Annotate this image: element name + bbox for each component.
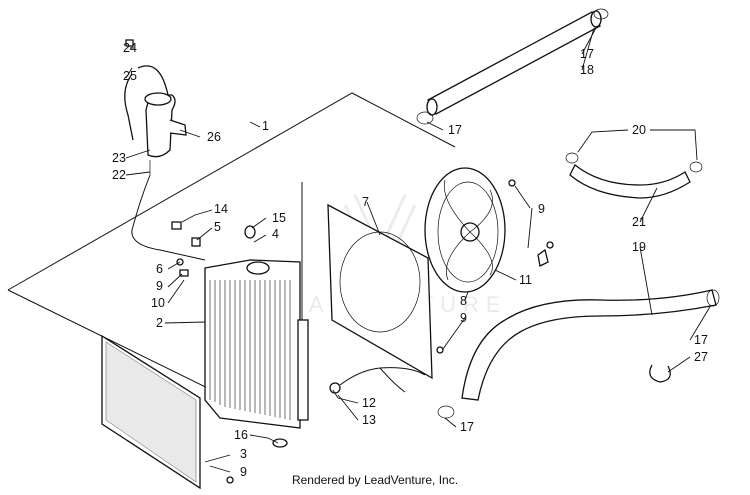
callout-8: 8 — [460, 294, 467, 308]
lower-radiator-hose — [437, 289, 720, 419]
callout-10: 10 — [151, 296, 165, 310]
temp-sensor — [329, 382, 341, 394]
callout-15: 15 — [272, 211, 286, 225]
callout-9-bottom: 9 — [240, 465, 247, 479]
coolant-reservoir — [124, 39, 187, 175]
callout-17-upper: 17 — [448, 123, 462, 137]
overflow-hose — [131, 174, 206, 261]
callout-26: 26 — [207, 130, 221, 144]
callout-9-fan: 9 — [538, 202, 545, 216]
callout-18: 18 — [580, 63, 594, 77]
callout-22: 22 — [112, 168, 126, 182]
callout-numbers: 24 25 26 23 22 1 14 5 15 4 6 9 10 2 16 3… — [112, 41, 708, 479]
callout-4: 4 — [272, 227, 279, 241]
leader-lines — [125, 25, 712, 473]
callout-14: 14 — [214, 202, 228, 216]
callout-6: 6 — [156, 262, 163, 276]
upper-radiator-hose — [565, 152, 703, 199]
radiator-screen — [101, 334, 201, 490]
cooling-fan — [424, 167, 506, 293]
callout-11: 11 — [519, 273, 532, 287]
fan-shroud — [327, 203, 433, 380]
callout-9-left: 9 — [156, 279, 163, 293]
callout-20: 20 — [632, 123, 646, 137]
reservoir-cap — [125, 39, 134, 47]
callout-25: 25 — [123, 69, 137, 83]
callout-17-top: 17 — [580, 47, 594, 61]
callout-9-shroud: 9 — [460, 311, 467, 325]
hose-clamp — [649, 364, 671, 383]
callout-7: 7 — [362, 195, 369, 209]
callout-27: 27 — [694, 350, 708, 364]
callout-1: 1 — [262, 119, 269, 133]
callout-2: 2 — [156, 316, 163, 330]
callout-12: 12 — [362, 396, 376, 410]
callout-13: 13 — [362, 413, 376, 427]
callout-5: 5 — [214, 220, 221, 234]
callout-17-lower: 17 — [460, 420, 474, 434]
callout-23: 23 — [112, 151, 126, 165]
callout-16: 16 — [234, 428, 248, 442]
callout-24: 24 — [123, 41, 137, 55]
render-credit: Rendered by LeadVenture, Inc. — [291, 473, 459, 487]
callout-17-right: 17 — [694, 333, 708, 347]
radiator — [204, 259, 309, 429]
upper-hose — [416, 8, 609, 125]
callout-3: 3 — [240, 447, 247, 461]
callout-19: 19 — [632, 240, 646, 254]
callout-21: 21 — [632, 215, 646, 229]
hardware — [171, 179, 554, 484]
radiator-cap — [246, 261, 270, 275]
